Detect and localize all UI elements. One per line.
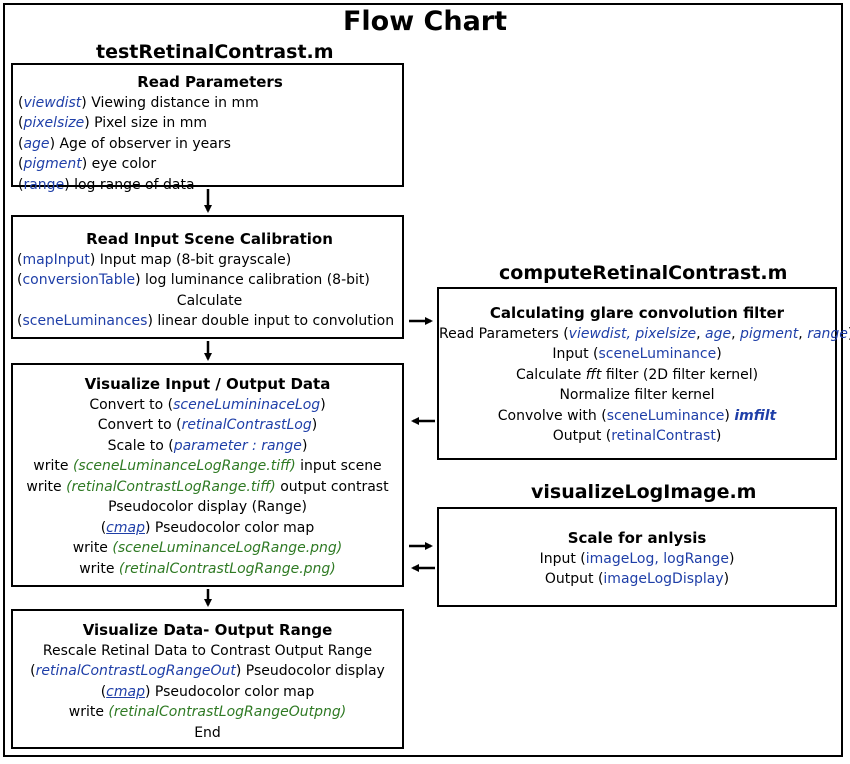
param-pigment: (pigment) eye color: [18, 156, 157, 172]
param-range: (range) log range of data: [18, 176, 195, 193]
convert-scene-log: Convert to (sceneLumininaceLog): [89, 396, 326, 413]
param-age: (age) Age of observer in years: [18, 135, 231, 152]
subtitle-visualize-script: visualizeLogImage.m: [531, 481, 757, 503]
box-heading: Read Input Scene Calibration: [86, 230, 333, 248]
box-heading: Visualize Input / Output Data: [84, 375, 331, 393]
calib-map-input: (mapInput) Input map (8-bit grayscale): [17, 251, 292, 268]
box-read-parameters: Read Parameters (viewdist) Viewing dista…: [11, 63, 404, 193]
end-label: End: [194, 724, 221, 741]
input-line: Input (sceneLuminance): [552, 346, 722, 362]
box-scale-for-analysis: Scale for anlysis Input (imageLog, logRa…: [437, 507, 837, 607]
box-read-input-scene-calibration: Read Input Scene Calibration (mapInput) …: [11, 215, 404, 339]
box-visualize-data-output-range: Visualize Data- Output Range Rescale Ret…: [11, 609, 404, 749]
box-heading: Scale for anlysis: [567, 529, 707, 547]
output-line: Output (retinalContrast): [552, 428, 722, 444]
range-out-line: (retinalContrastLogRangeOut) Pseudocolor…: [30, 663, 385, 679]
box-heading: Read Parameters: [137, 73, 283, 91]
normalize-line: Normalize filter kernel: [559, 387, 715, 403]
cmap-line: (cmap) Pseudocolor color map: [100, 683, 315, 700]
write-scene-tiff: write (sceneLuminanceLogRange.tiff) inpu…: [33, 458, 382, 474]
fft-line: Calculate fft filter (2D filter kernel): [515, 366, 759, 383]
subtitle-test-script: testRetinalContrast.m: [96, 41, 334, 63]
output-line: Output (imageLogDisplay): [544, 571, 730, 587]
cmap-line: (cmap) Pseudocolor color map: [100, 519, 315, 536]
read-parameters-line: Read Parameters (viewdist, pixelsize, ag…: [439, 325, 850, 342]
pseudocolor-display: Pseudocolor display (Range): [108, 499, 307, 515]
box-visualize-input-output-data: Visualize Input / Output Data Convert to…: [11, 363, 404, 587]
input-line: Input (imageLog, logRange): [539, 550, 735, 567]
scale-to-range: Scale to (parameter : range): [107, 437, 308, 454]
chart-frame: [3, 3, 843, 757]
chart-title: Flow Chart: [342, 6, 508, 37]
rescale-line: Rescale Retinal Data to Contrast Output …: [42, 642, 373, 659]
write-retinal-tiff: write (retinalContrastLogRange.tiff) out…: [26, 478, 389, 495]
param-pixelsize: (pixelsize) Pixel size in mm: [18, 115, 208, 131]
calib-conversion-table: (conversionTable) log luminance calibrat…: [17, 272, 370, 288]
param-viewdist: (viewdist) Viewing distance in mm: [18, 94, 259, 111]
calib-scene-luminances: (sceneLuminances) linear double input to…: [17, 313, 395, 329]
convolve-line: Convolve with (sceneLuminance) imfilt: [497, 407, 777, 424]
write-scene-png: write (sceneLuminanceLogRange.png): [72, 540, 343, 556]
subtitle-compute-script: computeRetinalContrast.m: [499, 262, 788, 284]
calib-calculate: Calculate: [176, 292, 243, 309]
write-range-out: write (retinalContrastLogRangeOutpng): [68, 704, 347, 720]
box-heading: Visualize Data- Output Range: [82, 621, 333, 639]
write-retinal-png: write (retinalContrastLogRange.png): [79, 560, 336, 577]
box-heading: Calculating glare convolution filter: [489, 304, 785, 322]
convert-retinal-log: Convert to (retinalContrastLog): [97, 417, 318, 433]
box-calculating-glare-filter: Calculating glare convolution filter Rea…: [437, 287, 850, 460]
